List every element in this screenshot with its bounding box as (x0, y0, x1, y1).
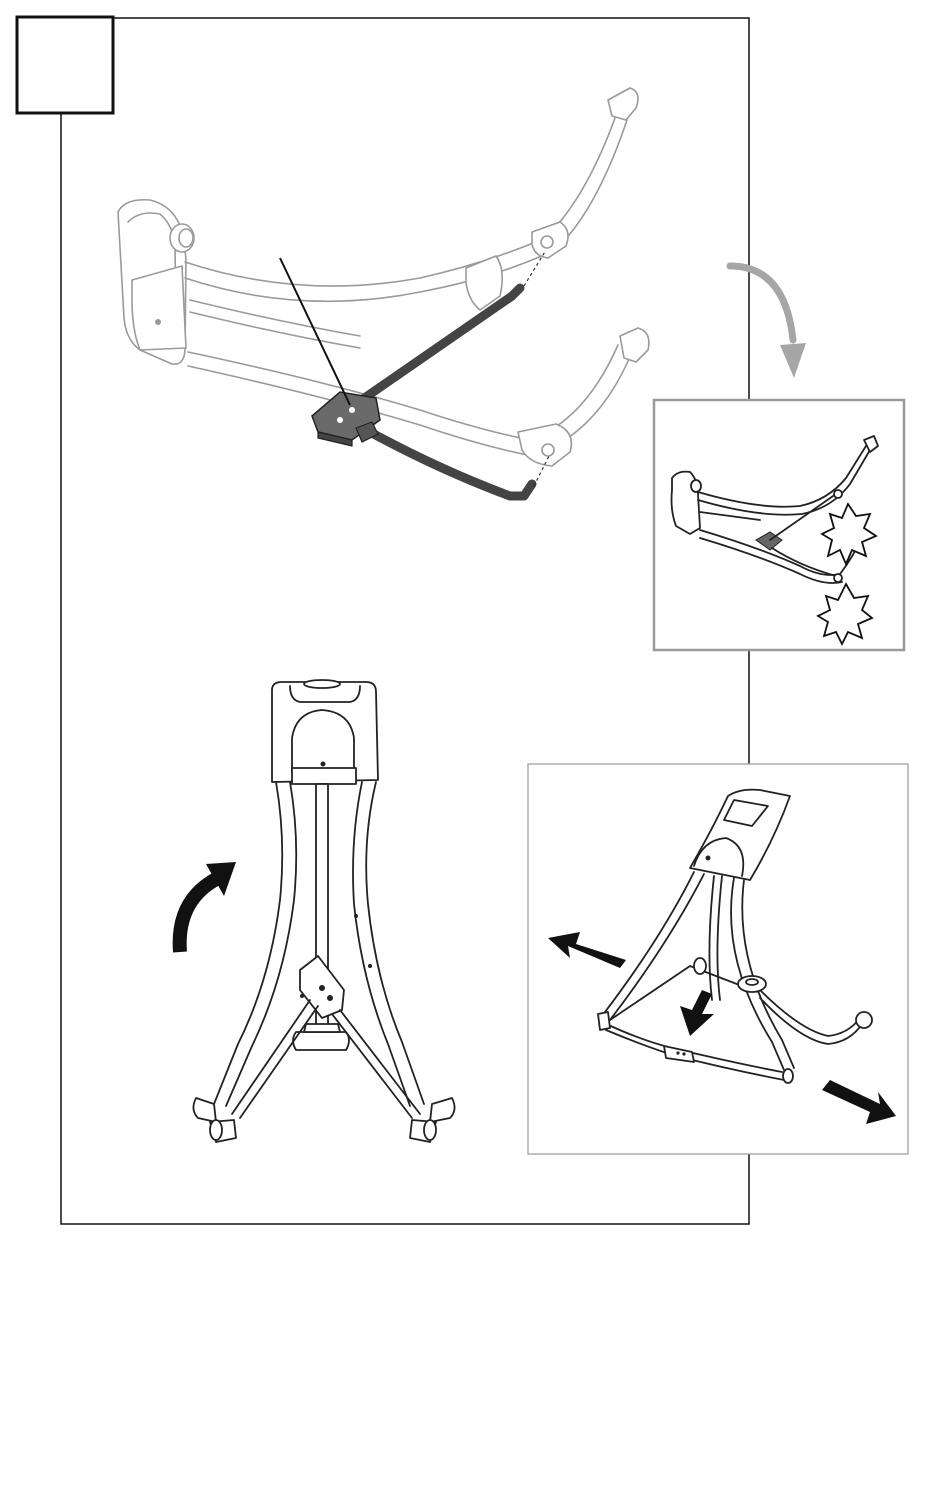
unfold-legs-inset (528, 764, 908, 1154)
step-number-box (17, 17, 113, 113)
rail-end-cap-upper (608, 88, 638, 120)
wheel-icon (424, 1120, 436, 1140)
stand-top-housing (272, 682, 378, 782)
inset-leg-end-icon (856, 1012, 872, 1028)
rail-end-cap-lower (620, 328, 649, 362)
rotate-arrow-icon (180, 878, 218, 952)
curved-arrow-icon (730, 266, 793, 340)
wheel-icon (783, 1069, 793, 1083)
crossbar-lower-arm (370, 432, 532, 496)
folded-stand-figure (193, 680, 454, 1142)
crossbar-upper-arm (350, 288, 520, 408)
curved-arrow-head-icon (780, 343, 806, 378)
wheel-icon (210, 1120, 222, 1140)
seat-frame-figure (118, 88, 649, 496)
snap-detail-inset (654, 400, 904, 650)
